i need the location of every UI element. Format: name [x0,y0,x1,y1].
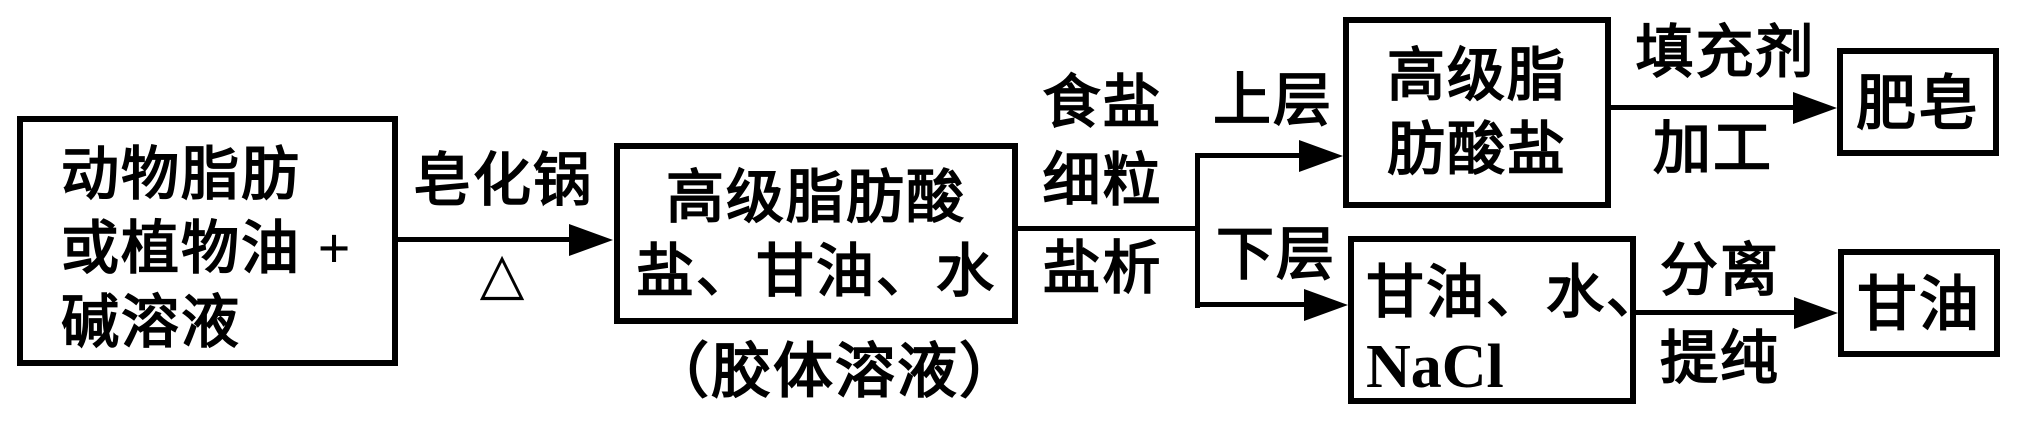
mixture-caption: （胶体溶液） [649,339,1021,405]
separation-arrow-shaft [1634,310,1799,315]
lower-branch-arrow-shaft [1198,302,1308,307]
heat-delta-symbol: △ [479,241,527,306]
box-soap: 肥皂 [1837,48,1999,156]
separation-arrowhead-icon [1794,297,1838,329]
salting-out-label-line3: 盐析 [1042,236,1163,301]
glycerol-water-nacl-line2: NaCl [1366,333,1504,401]
upper-branch-arrowhead-icon [1299,140,1343,172]
box-glycerol-water-nacl: 甘油、水、 NaCl [1348,236,1667,404]
fatty-acid-salt-line2: 肪酸盐 [1386,117,1567,182]
filler-processing-arrowhead-icon [1793,92,1837,124]
feedstock-line1: 动物脂肪 [61,142,302,207]
glycerol-water-nacl-line1: 甘油、水、 [1366,260,1667,325]
box-glycerol: 甘油 [1838,249,2000,357]
fatty-acid-salt-line1: 高级脂 [1386,43,1567,108]
separation-label: 分离 [1659,238,1780,303]
feedstock-line3: 碱溶液 [61,290,242,355]
box-mixture: 高级脂肪酸 盐、甘油、水 [614,143,1018,324]
mixture-line1: 高级脂肪酸 [665,165,966,230]
glycerol-label: 甘油 [1857,272,1981,338]
salting-out-label-line2: 细粒 [1042,148,1163,213]
filler-label: 填充剂 [1635,20,1816,85]
saponification-arrow-shaft [395,237,575,242]
purification-label: 提纯 [1659,326,1780,391]
saponification-arrowhead-icon [569,224,613,256]
branch-vertical-line [1195,153,1200,308]
feedstock-line2: 或植物油 + [61,216,353,281]
upper-layer-label: 上层 [1212,68,1333,133]
upper-branch-arrow-shaft [1198,153,1303,158]
saponification-label: 皂化锅 [412,148,593,213]
mixture-line2: 盐、甘油、水 [635,239,996,304]
salting-out-label-line1: 食盐 [1042,70,1163,135]
box-feedstock: 动物脂肪 或植物油 + 碱溶液 [17,116,398,366]
soap-label: 肥皂 [1856,71,1980,137]
box-fatty-acid-salt: 高级脂 肪酸盐 [1343,17,1611,208]
processing-label: 加工 [1652,116,1773,181]
salting-out-line [1016,226,1200,231]
filler-processing-arrow-shaft [1609,105,1797,110]
lower-branch-arrowhead-icon [1304,289,1348,321]
lower-layer-label: 下层 [1215,222,1336,287]
